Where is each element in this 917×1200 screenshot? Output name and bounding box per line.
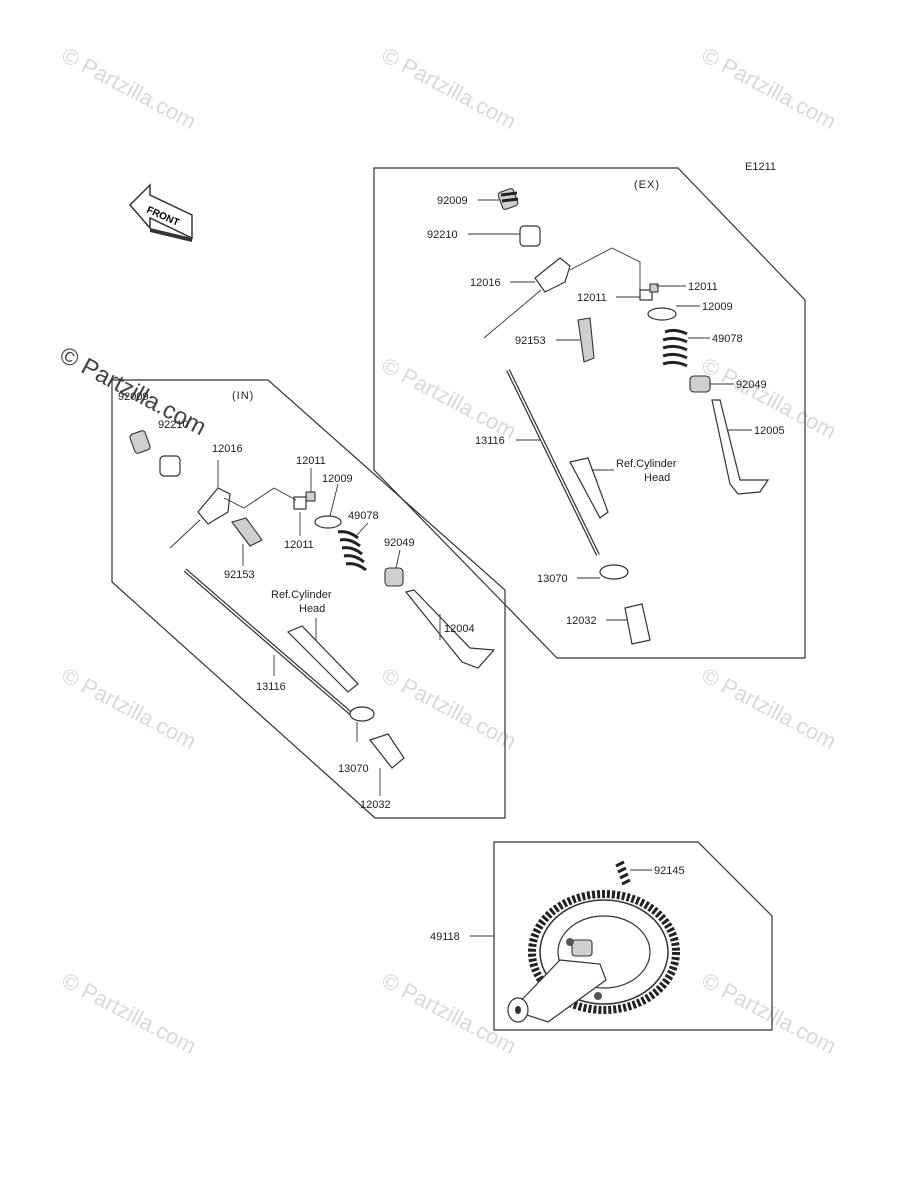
- part-label: 12011: [296, 455, 326, 467]
- part-label: 12016: [212, 443, 243, 455]
- ex-spring-49078: [662, 328, 688, 368]
- ex-group: (EX): [373, 167, 806, 659]
- in-collet-12011a: [305, 491, 316, 502]
- part-label: 92145: [654, 865, 685, 877]
- part-label: 12009: [322, 473, 353, 485]
- part-label: 12005: [754, 425, 785, 437]
- ref-label: Head: [299, 603, 325, 615]
- in-collet-12011b: [293, 496, 307, 510]
- watermark: © Partzilla.com: [378, 352, 521, 444]
- spring-pin-92145: [615, 860, 631, 886]
- watermark: © Partzilla.com: [378, 42, 521, 134]
- watermark: © Partzilla.com: [698, 42, 841, 134]
- part-label: 92210: [158, 419, 189, 431]
- watermark: © Partzilla.com: [58, 42, 201, 134]
- ex-title: (EX): [634, 179, 660, 191]
- in-seal-92049: [384, 567, 404, 587]
- part-label: 92049: [736, 379, 767, 391]
- part-label: 12032: [360, 799, 391, 811]
- ref-label: Ref.Cylinder: [616, 458, 677, 470]
- ex-retainer-12009: [647, 307, 677, 321]
- part-label: 12032: [566, 615, 597, 627]
- part-label: 13070: [537, 573, 568, 585]
- part-label: 13070: [338, 763, 369, 775]
- ex-seal-92049: [689, 375, 711, 393]
- ex-stud-92153: [577, 317, 595, 363]
- ex-bolt-ref: [569, 457, 609, 519]
- part-label: 92153: [515, 335, 546, 347]
- watermark: © Partzilla.com: [378, 967, 521, 1059]
- cam-group: 92145 49118: [430, 841, 773, 1031]
- ex-tappet-12032: [624, 603, 651, 645]
- in-spring-49078: [337, 530, 367, 572]
- in-retainer-12009: [314, 515, 342, 529]
- part-label: 92210: [427, 229, 458, 241]
- watermark: © Partzilla.com: [58, 662, 201, 754]
- in-cap-92009: [129, 430, 151, 454]
- ex-rocker-12016: [534, 257, 571, 293]
- in-lifter-92210: [159, 455, 181, 477]
- watermark: © Partzilla.com: [698, 967, 841, 1059]
- in-tappet-12032: [369, 733, 405, 769]
- in-group: (IN): [111, 379, 506, 819]
- part-label: 49078: [712, 333, 743, 345]
- part-label: 49078: [348, 510, 379, 522]
- ex-lifter-92210: [519, 225, 541, 247]
- ex-collet-12011a: [639, 289, 653, 301]
- ex-valve-12005: [711, 399, 770, 495]
- part-label: 12009: [702, 301, 733, 313]
- ex-guide-13070: [599, 564, 629, 580]
- ex-collet-12011b: [649, 283, 659, 293]
- diagram-code: E1211: [745, 161, 776, 173]
- ref-label: Ref.Cylinder: [271, 589, 332, 601]
- part-label: 12011: [577, 292, 607, 304]
- in-rocker-12016: [197, 487, 231, 525]
- part-label: 92009: [118, 391, 149, 403]
- part-label: 92153: [224, 569, 255, 581]
- watermark: © Partzilla.com: [58, 967, 201, 1059]
- part-label: 12011: [284, 539, 314, 551]
- in-stud-92153: [231, 517, 263, 547]
- in-guide-13070: [349, 706, 375, 722]
- watermark: © Partzilla.com: [698, 662, 841, 754]
- part-label: 92049: [384, 537, 415, 549]
- part-label: 12004: [444, 623, 475, 635]
- ex-cap-92009: [497, 188, 519, 210]
- ref-label: Head: [644, 472, 670, 484]
- part-label: 13116: [256, 681, 286, 693]
- in-title: (IN): [232, 390, 254, 402]
- part-label: 13116: [475, 435, 505, 447]
- part-label: 49118: [430, 931, 460, 943]
- in-valve-12004: [404, 589, 496, 669]
- part-label: 12016: [470, 277, 501, 289]
- part-label: 92009: [437, 195, 468, 207]
- in-bolt-ref: [286, 625, 359, 693]
- front-arrow-icon: FRONT: [128, 183, 193, 242]
- watermark: © Partzilla.com: [378, 662, 521, 754]
- camshaft-gear-49118: [507, 890, 680, 1023]
- part-label: 12011: [688, 281, 718, 293]
